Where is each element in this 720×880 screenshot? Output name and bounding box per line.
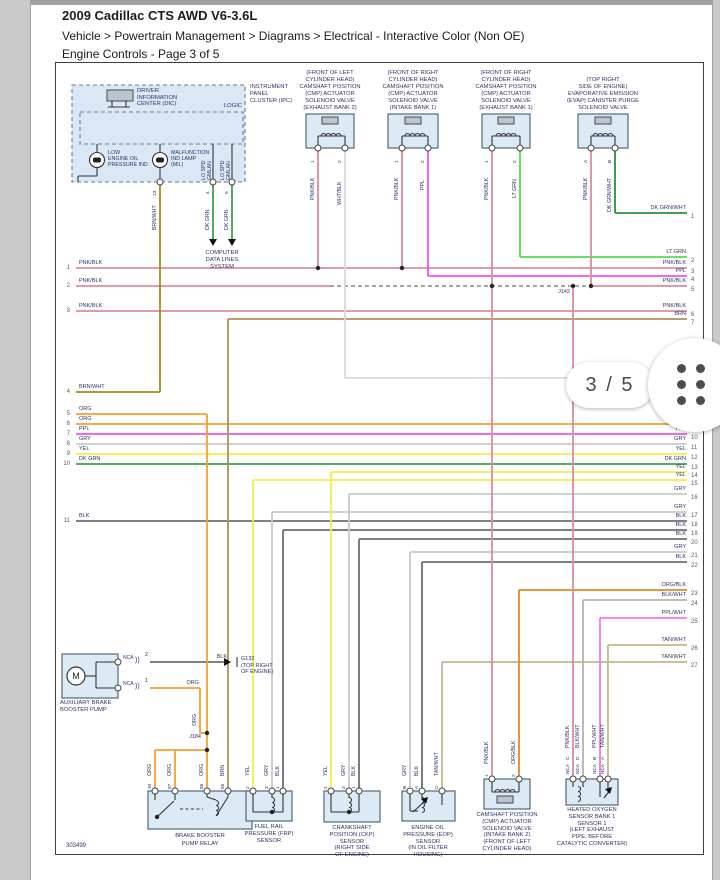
page-title: Engine Controls - Page 3 of 5 — [62, 47, 220, 61]
pin-ring — [268, 787, 276, 795]
junction-dot — [489, 283, 495, 289]
breadcrumb[interactable]: Vehicle > Powertrain Management > Diagra… — [62, 29, 525, 43]
pin-ring — [424, 144, 432, 152]
right-scroll-edge[interactable] — [712, 0, 720, 880]
junction-dot — [315, 265, 321, 271]
pin-ring — [114, 658, 122, 666]
pin-ring — [438, 787, 446, 795]
component-box[interactable] — [79, 111, 244, 145]
motor-icon — [66, 666, 86, 686]
pin-ring — [604, 775, 612, 783]
arrow-icon — [228, 239, 236, 246]
pin-ring — [488, 775, 496, 783]
connector-block — [497, 116, 515, 125]
component-box[interactable] — [401, 790, 456, 822]
pin-ring — [587, 144, 595, 152]
diagram-frame — [55, 62, 704, 855]
junction-dot — [346, 809, 352, 815]
coil-symbol — [495, 132, 517, 137]
connector-block — [496, 795, 514, 804]
pin-ring — [406, 787, 414, 795]
connector-block — [594, 116, 612, 125]
coil-symbol — [494, 788, 516, 793]
junction-dot — [588, 283, 594, 289]
pin-ring — [418, 787, 426, 795]
pin-ring — [279, 787, 287, 795]
pin-ring — [515, 775, 523, 783]
vehicle-title: 2009 Cadillac CTS AWD V6-3.6L — [62, 8, 258, 23]
pin-ring — [171, 787, 179, 795]
junction-dot — [269, 809, 275, 815]
pin-ring — [114, 684, 122, 692]
coil-symbol — [215, 799, 220, 817]
pin-ring — [156, 178, 164, 186]
pin-ring — [579, 775, 587, 783]
grid-dot-icon — [677, 380, 686, 389]
junction-dot — [154, 814, 160, 820]
symbol-line — [156, 800, 175, 818]
lamp-filament — [93, 157, 101, 163]
pin-ring — [355, 787, 363, 795]
left-panel-edge — [0, 0, 31, 880]
arrow-icon — [605, 787, 612, 794]
pin-ring — [203, 787, 211, 795]
grid-dot-icon — [696, 396, 705, 405]
component-box[interactable] — [387, 113, 439, 149]
pin-ring — [151, 787, 159, 795]
coil-symbol — [271, 796, 276, 814]
junction-dot — [204, 747, 210, 753]
component-box[interactable] — [147, 790, 253, 830]
grid-dot-icon — [677, 396, 686, 405]
junction-dot — [204, 730, 210, 736]
ground-icon — [224, 658, 231, 666]
grid-dot-icon — [696, 364, 705, 373]
pin-ring — [345, 787, 353, 795]
junction-dot — [399, 265, 405, 271]
coil-symbol — [320, 132, 342, 137]
component-box[interactable] — [323, 790, 381, 823]
page-indicator[interactable]: 3 / 5 — [566, 362, 654, 408]
connector-block — [106, 89, 134, 102]
pin-ring — [314, 144, 322, 152]
grid-dot-icon — [696, 380, 705, 389]
pin-ring — [569, 775, 577, 783]
page-indicator-label: 3 / 5 — [585, 373, 635, 396]
arrow-icon — [209, 239, 217, 246]
window-top-edge — [0, 0, 720, 5]
arrow-icon — [421, 797, 428, 804]
coil-symbol — [577, 785, 582, 803]
coil-symbol — [348, 796, 353, 814]
grid-menu-button[interactable] — [648, 338, 720, 432]
component-box[interactable] — [245, 790, 293, 822]
pin-ring — [327, 787, 335, 795]
coil-symbol — [404, 132, 426, 137]
connector-block — [404, 116, 422, 125]
pin-ring — [611, 144, 619, 152]
motor-m-label: M — [72, 671, 80, 681]
symbol-line — [206, 796, 217, 801]
pin-ring — [516, 144, 524, 152]
lamp-filament — [156, 157, 164, 163]
pin-ring — [398, 144, 406, 152]
pin-ring — [209, 178, 217, 186]
junction-dot — [570, 283, 576, 289]
component-box[interactable] — [483, 778, 531, 810]
pin-ring — [341, 144, 349, 152]
pin-ring — [228, 178, 236, 186]
pin-ring — [224, 787, 232, 795]
pin-ring — [488, 144, 496, 152]
grid-dot-icon — [677, 364, 686, 373]
pin-ring — [249, 787, 257, 795]
connector-block — [321, 116, 339, 125]
coil-symbol — [592, 132, 614, 137]
pin-ring — [596, 775, 604, 783]
